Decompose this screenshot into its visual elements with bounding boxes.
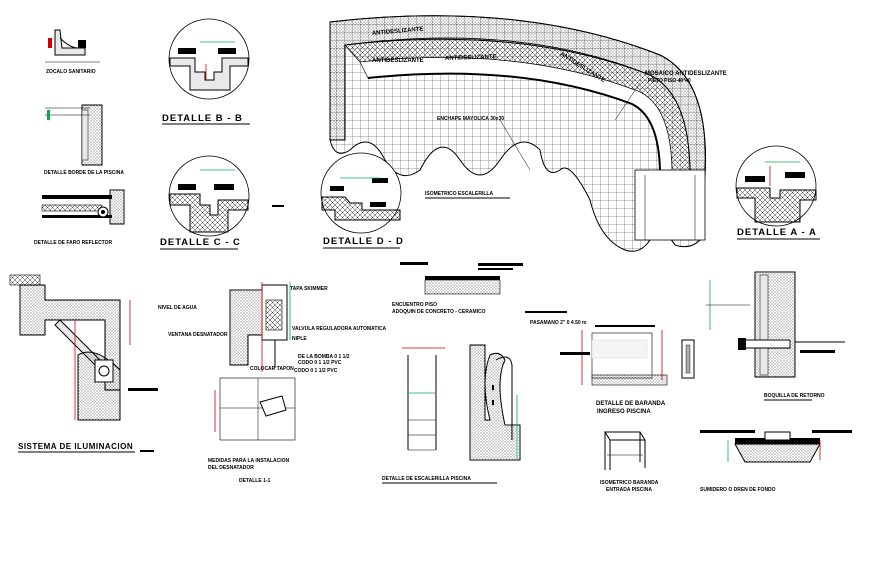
detalle-bb-drawing <box>168 18 250 100</box>
mosaico-label: MOSAICO ANTIDESLIZANTE <box>645 71 727 77</box>
valvula-label: VALVULA REGULADORA AUTOMATICA <box>292 326 386 332</box>
detalle-cc-title: DETALLE C - C <box>160 237 241 248</box>
escalerilla-label: DETALLE DE ESCALERILLA PISCINA <box>382 476 471 482</box>
niple-label: NIPLE <box>292 336 307 342</box>
pasamano-label: PASAMANO 2" 0 4.50 m <box>530 320 587 326</box>
escalerilla-drawing <box>402 344 521 461</box>
ventana-label: VENTANA DESNATADOR <box>168 332 228 338</box>
detalle-dd-drawing <box>320 152 402 234</box>
detalle-11-label: DETALLE 1-1 <box>239 478 271 484</box>
tapa-label: TAPA SKIMMER <box>290 286 328 292</box>
antideslizante-label-3: ANTIDESLIZANTE <box>372 58 424 64</box>
boquilla-retorno-drawing <box>706 271 845 378</box>
faro-reflector-detail <box>41 189 125 225</box>
baranda-label-2: INGRESO PISCINA <box>597 409 651 415</box>
desnatador-drawing <box>214 282 296 441</box>
baranda-drawing <box>525 311 695 386</box>
detalle-cc-drawing <box>168 155 284 237</box>
zocalo-label: ZOCALO SANITARIO <box>46 69 96 75</box>
antideslizante-label-1: ANTIDESLIZANTE <box>372 27 424 37</box>
sumidero-drawing <box>700 430 852 463</box>
detalle-aa-drawing <box>735 145 817 227</box>
nivel-agua-label: NIVEL DE AGUA <box>158 305 197 311</box>
sumidero-label: SUMIDERO O DREN DE FONDO <box>700 487 776 493</box>
baranda-label-1: DETALLE DE BARANDA <box>596 401 666 407</box>
isobaranda-label-2: ENTRADA PISCINA <box>606 487 652 493</box>
faro-label: DETALLE DE FARO REFLECTOR <box>34 240 113 246</box>
codo2-label: CODO 0 1 1/2 PVC <box>294 368 338 374</box>
antideslizante-label-2: ANTIDESLIZANTE <box>445 54 497 62</box>
encuentro-piso-drawing <box>400 262 523 295</box>
medidas-label-2: DEL DESNATADOR <box>208 465 254 471</box>
codo1-label: CODO 0 1 1/2 PVC <box>298 360 342 366</box>
enchape-label: ENCHAPE MAYOLICA 30x30 <box>437 116 504 122</box>
detalle-aa-title: DETALLE A - A <box>737 227 817 238</box>
encuentro-label-2: ADOQUIN DE CONCRETO - CERAMICO <box>392 309 486 315</box>
detalle-bb-title: DETALLE B - B <box>162 113 243 124</box>
sistema-iluminacion-drawing <box>9 274 158 421</box>
isometrico-baranda-drawing <box>604 431 646 470</box>
bomba-label: DE LA BOMBA 0 1 1/2 <box>298 354 350 360</box>
colocar-label: COLOCAR TAPON <box>250 366 294 372</box>
piso-label: PIETO PISO 40*40 <box>648 78 691 84</box>
isobaranda-label-1: ISOMETRICO BARANDA <box>600 480 659 486</box>
isometrico-escalerilla-label: ISOMETRICO ESCALERILLA <box>425 191 493 197</box>
detalle-dd-title: DETALLE D - D <box>323 236 404 247</box>
borde-piscina-detail <box>45 104 103 166</box>
medidas-label-1: MEDIDAS PARA LA INSTALACION <box>208 458 289 464</box>
zocalo-sanitario-detail <box>45 29 100 63</box>
encuentro-label-1: ENCUENTRO PISO <box>392 302 437 308</box>
sistema-iluminacion-title: SISTEMA DE ILUMINACION <box>18 442 133 451</box>
borde-label: DETALLE BORDE DE LA PISCINA <box>44 170 124 176</box>
isometric-pool-drawing <box>329 15 706 252</box>
boquilla-label: BOQUILLA DE RETORNO <box>764 393 825 399</box>
